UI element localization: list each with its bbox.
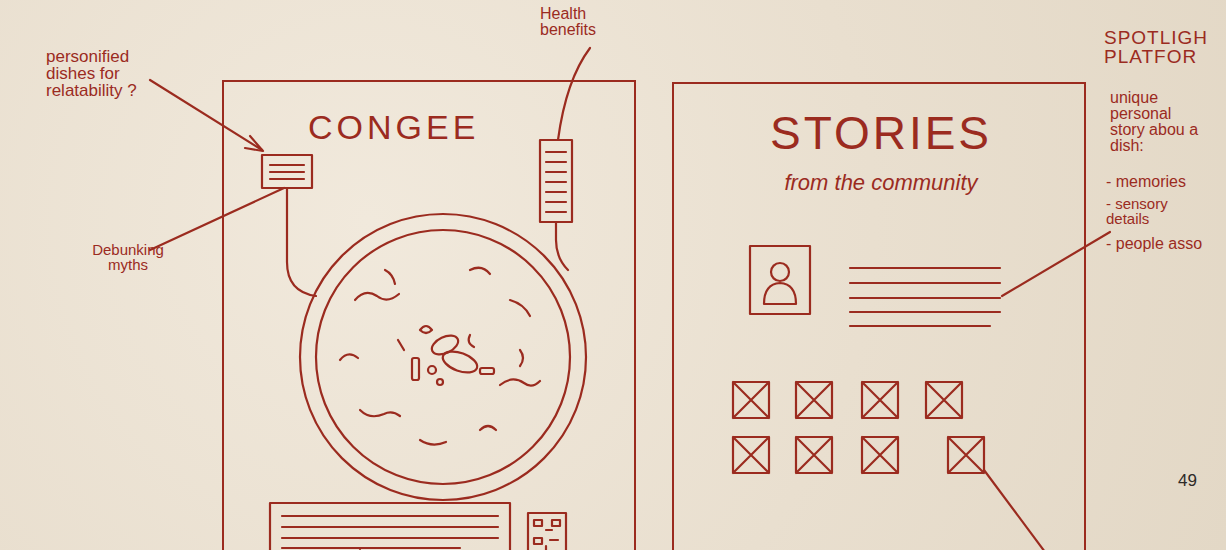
topping-shape <box>428 366 436 374</box>
image-placeholder <box>796 382 832 418</box>
image-placeholder <box>948 437 984 473</box>
info-box-sketch <box>262 155 312 188</box>
topping-shape <box>429 332 461 358</box>
congee-squiggle <box>360 410 400 416</box>
image-placeholder <box>862 437 898 473</box>
connector-line <box>287 188 316 296</box>
person-body <box>764 283 796 304</box>
text-block-sketch <box>270 503 510 550</box>
congee-squiggle <box>420 440 446 445</box>
topping-shape <box>440 347 480 376</box>
leader-line <box>984 470 1045 550</box>
image-placeholder <box>862 382 898 418</box>
annotation-bullet: - sensory details <box>1106 196 1182 226</box>
image-grid <box>733 382 984 473</box>
text-placeholder-lines <box>270 165 304 179</box>
text-placeholder-lines <box>850 268 1000 326</box>
page-frame: CONGEE <box>222 80 636 550</box>
text-placeholder-lines <box>546 152 566 212</box>
annotation-note: personified dishes for relatability ? <box>46 48 164 99</box>
annotation-note: Health benefits <box>540 6 626 38</box>
congee-squiggle <box>520 350 523 366</box>
annotation-note: Debunking myths <box>88 242 168 272</box>
page-title: CONGEE <box>308 108 568 147</box>
annotation-bullet: - people asso <box>1106 236 1226 252</box>
page-title: STORIES <box>674 106 1088 160</box>
text-placeholder-lines <box>282 516 498 548</box>
topping-shape <box>480 368 494 374</box>
bowl-outer <box>300 214 586 500</box>
annotation-bullet: - memories <box>1106 174 1226 190</box>
congee-squiggle <box>385 270 395 284</box>
congee-squiggle <box>500 379 540 385</box>
arrow-head <box>245 136 263 151</box>
person-head <box>771 263 789 281</box>
image-placeholder <box>926 382 962 418</box>
page-frame: STORIES from the community <box>672 82 1086 550</box>
congee-squiggle <box>470 268 490 274</box>
annotation-heading: SPOTLIGH PLATFOR <box>1104 28 1208 66</box>
congee-squiggle <box>510 300 530 316</box>
qr-code-sketch <box>528 513 566 550</box>
congee-squiggle <box>340 354 358 360</box>
topping-shape <box>412 358 419 380</box>
congee-squiggle <box>355 293 399 300</box>
topping-shape <box>420 326 432 333</box>
leader-line <box>558 48 590 140</box>
image-placeholder <box>733 437 769 473</box>
leader-line <box>150 188 284 250</box>
image-placeholder <box>733 382 769 418</box>
page-number: 49 <box>1178 472 1218 489</box>
connector-line <box>556 222 568 270</box>
page-subtitle: from the community <box>674 170 1088 196</box>
congee-squiggle <box>480 426 496 430</box>
topping-shape <box>437 379 443 385</box>
info-box-sketch <box>540 140 572 222</box>
leader-line <box>150 80 262 150</box>
topping-shape <box>469 335 474 347</box>
topping-shape <box>398 340 404 350</box>
portrait-frame <box>750 246 810 314</box>
image-placeholder <box>796 437 832 473</box>
bowl-inner <box>316 230 570 484</box>
qr-pattern <box>534 520 560 550</box>
annotation-note: unique personal story abou a dish: <box>1110 90 1202 154</box>
leader-line <box>1002 232 1110 296</box>
